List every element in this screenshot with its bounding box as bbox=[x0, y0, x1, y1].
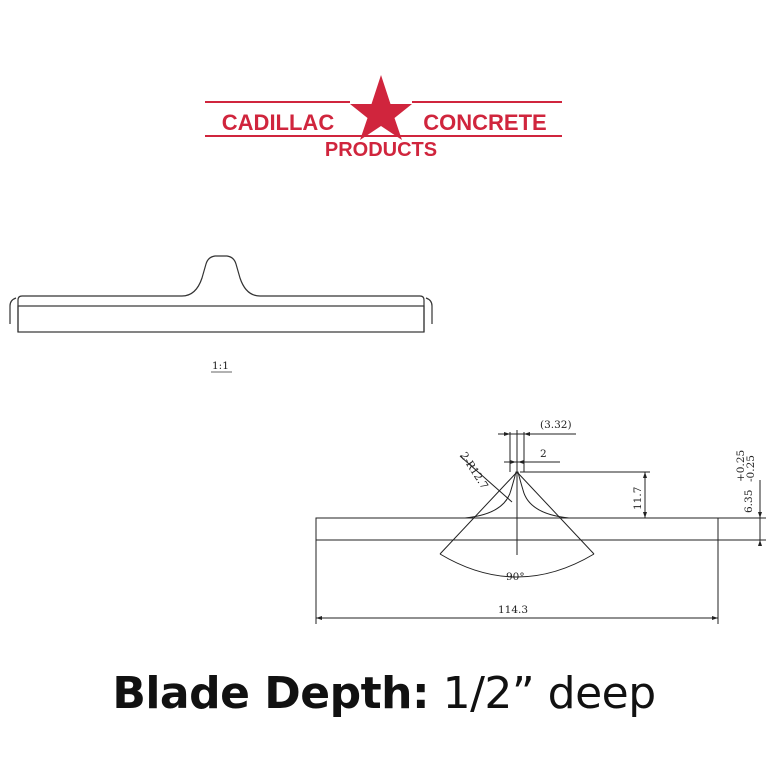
angle-line-right bbox=[516, 471, 595, 555]
arrowheads bbox=[316, 432, 762, 620]
blade-depth-caption: Blade Depth: 1/2” deep bbox=[0, 668, 768, 719]
angle-line-left bbox=[439, 471, 518, 555]
profile-view-drawing: 1:1 bbox=[9, 255, 433, 373]
blade-outline bbox=[17, 255, 425, 332]
angle-arc bbox=[439, 553, 595, 578]
blade-base bbox=[17, 305, 425, 333]
dim-radius: 2-R12.7 bbox=[457, 450, 490, 491]
dimensioned-drawing: (3.32) 2 11.7 2-R12.7 6.35 +0.25 -0.25 9… bbox=[315, 419, 766, 624]
dim-angle: 90° bbox=[506, 571, 525, 583]
logo-word-concrete: CONCRETE bbox=[423, 110, 546, 135]
logo-word-cadillac: CADILLAC bbox=[222, 110, 335, 135]
caption-value: 1/2” deep bbox=[429, 668, 657, 719]
dim-overall-width: 114.3 bbox=[498, 604, 528, 616]
dim-tip-width: 2 bbox=[540, 448, 547, 460]
blade-end-left bbox=[9, 297, 17, 324]
radius-leader bbox=[459, 455, 513, 503]
dim-ridge-height: 11.7 bbox=[632, 487, 644, 510]
logo-rule-lines bbox=[205, 101, 562, 137]
caption-label: Blade Depth: bbox=[112, 668, 430, 719]
blade-end-right bbox=[425, 297, 433, 324]
scale-label: 1:1 bbox=[212, 360, 229, 372]
dim-top-gap: (3.32) bbox=[540, 419, 572, 431]
star-icon bbox=[350, 75, 412, 140]
dim-thickness: 6.35 bbox=[743, 490, 755, 513]
cadillac-concrete-logo: CADILLAC CONCRETE PRODUCTS bbox=[205, 75, 562, 160]
dim-tolerance-lower: -0.25 bbox=[745, 455, 757, 482]
dim-tolerance-upper: +0.25 bbox=[735, 450, 747, 482]
logo-word-products: PRODUCTS bbox=[325, 139, 437, 160]
